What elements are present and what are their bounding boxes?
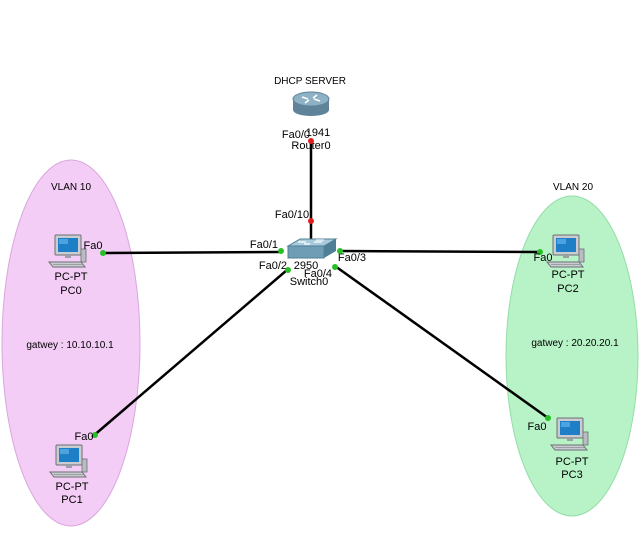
switch-port-uplink: Fa0/10 bbox=[275, 209, 309, 221]
pc2-name: PC2 bbox=[557, 283, 578, 295]
port-indicator-switch-fa0-10 bbox=[308, 218, 314, 224]
pc3-name: PC3 bbox=[561, 469, 582, 481]
port-indicator-pc1 bbox=[92, 432, 98, 438]
pc2-type: PC-PT bbox=[552, 269, 585, 281]
link-pc3-switch[interactable] bbox=[334, 264, 549, 420]
switch-port-pc1: Fa0/2 bbox=[259, 260, 287, 272]
router-model: 1941 bbox=[306, 127, 330, 139]
switch-port-pc3: Fa0/4 bbox=[304, 268, 332, 280]
router-icon[interactable] bbox=[292, 91, 330, 116]
switch-port-pc2: Fa0/3 bbox=[338, 252, 366, 264]
pc1-icon[interactable] bbox=[49, 444, 88, 478]
vlan20-gateway: gatwey : 20.20.20.1 bbox=[531, 338, 619, 349]
pc3-type: PC-PT bbox=[556, 456, 589, 468]
link-pc2-switch[interactable] bbox=[338, 249, 541, 254]
link-pc1-switch[interactable] bbox=[91, 269, 288, 438]
router-title: DHCP SERVER bbox=[274, 76, 346, 87]
port-indicator-switch-fa0-4 bbox=[332, 264, 338, 270]
pc3-port-label: Fa0 bbox=[528, 421, 547, 433]
vlan10-label: VLAN 10 bbox=[51, 182, 91, 193]
port-indicator-pc2 bbox=[537, 249, 543, 255]
port-indicator-switch-fa0-2 bbox=[285, 267, 291, 273]
link-pc0-switch[interactable] bbox=[102, 250, 283, 255]
port-indicator-switch-fa0-1 bbox=[278, 248, 284, 254]
port-indicator-pc3 bbox=[545, 415, 551, 421]
router-name: Router0 bbox=[291, 140, 330, 152]
switch-model: 2950 bbox=[294, 260, 318, 272]
port-indicator-router-fa0-0 bbox=[308, 138, 314, 144]
switch-icon[interactable] bbox=[286, 238, 338, 259]
router-port-label: Fa0/0 bbox=[282, 129, 310, 141]
pc2-icon[interactable] bbox=[546, 234, 585, 268]
vlan10-gateway: gatwey : 10.10.10.1 bbox=[26, 340, 114, 351]
pc0-port-label: Fa0 bbox=[84, 240, 103, 252]
switch-port-pc0: Fa0/1 bbox=[250, 239, 278, 251]
pc1-name: PC1 bbox=[61, 494, 82, 506]
pc3-icon[interactable] bbox=[550, 417, 589, 451]
port-indicator-pc0 bbox=[100, 250, 106, 256]
switch-name: Switch0 bbox=[290, 276, 329, 288]
pc1-port-label: Fa0 bbox=[75, 431, 94, 443]
pc1-type: PC-PT bbox=[56, 481, 89, 493]
pc0-icon[interactable] bbox=[48, 234, 87, 268]
pc0-type: PC-PT bbox=[55, 271, 88, 283]
port-indicator-switch-fa0-3 bbox=[337, 248, 343, 254]
pc0-name: PC0 bbox=[60, 285, 81, 297]
vlan20-label: VLAN 20 bbox=[553, 182, 593, 193]
pc2-port-label: Fa0 bbox=[534, 252, 553, 264]
vlan20-zone bbox=[505, 195, 639, 517]
